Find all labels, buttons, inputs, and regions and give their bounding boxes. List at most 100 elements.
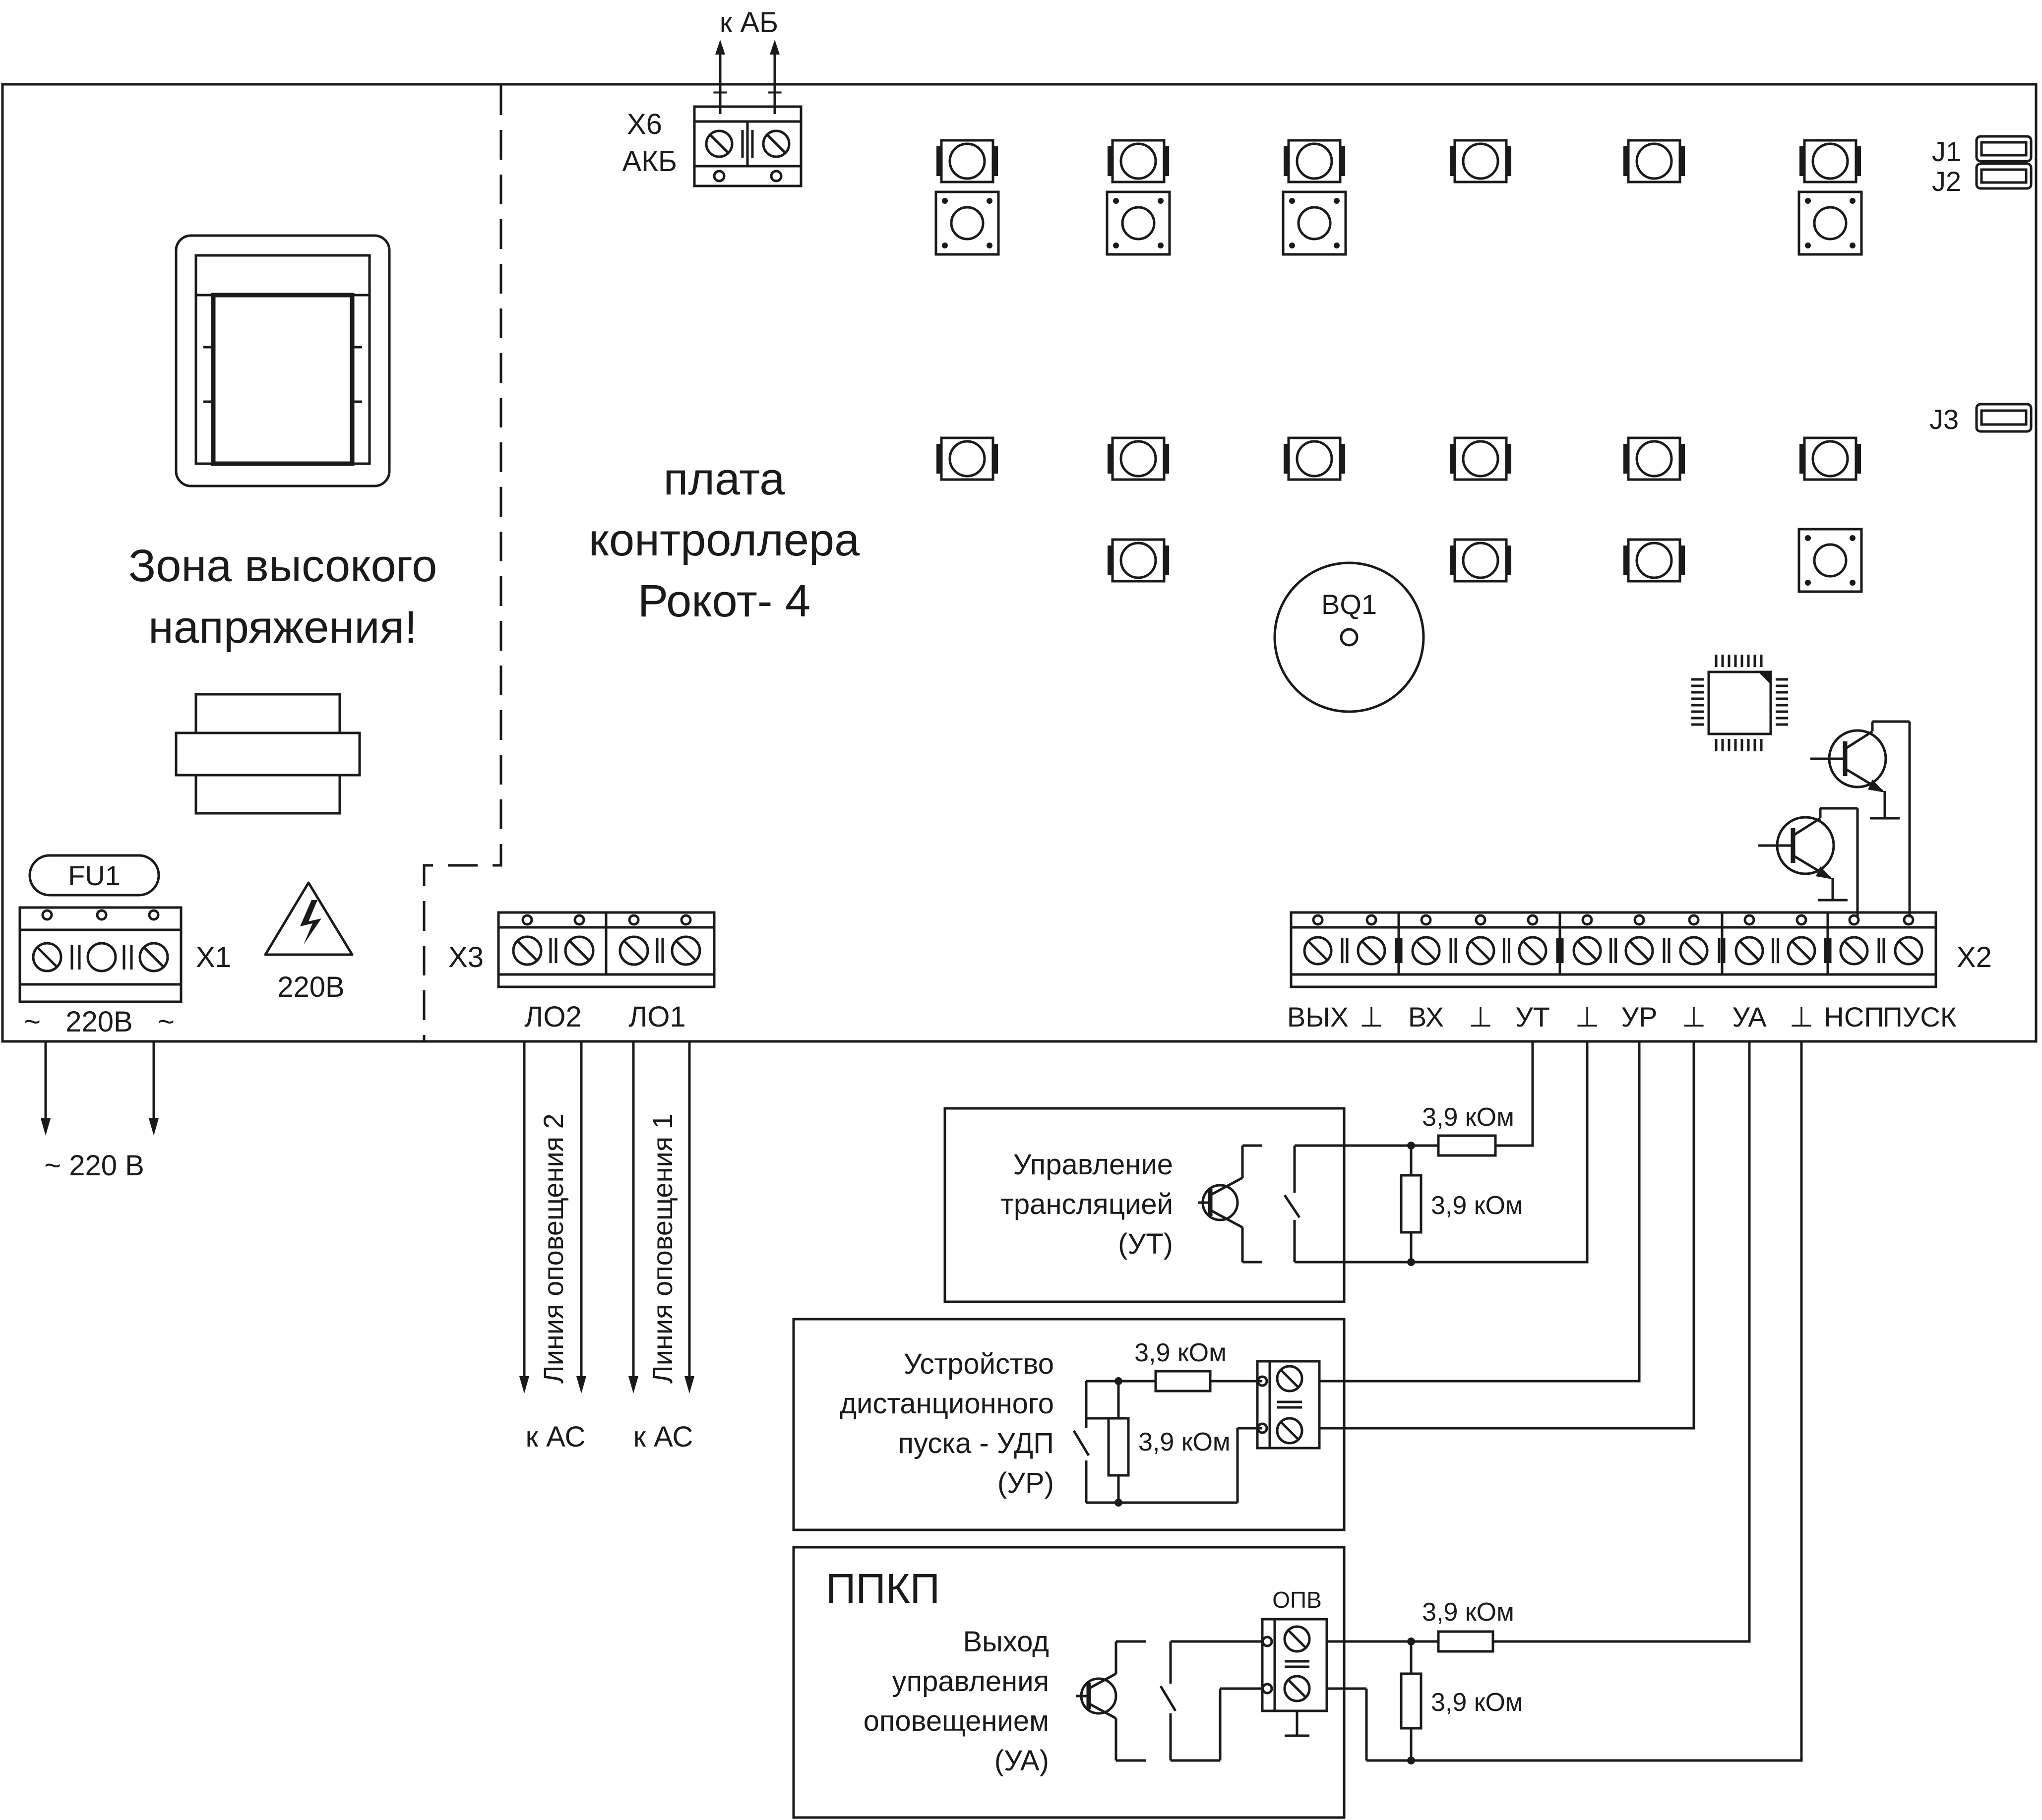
microcontroller-chip bbox=[1691, 655, 1788, 751]
alert-line-1-label: Линия оповещения 1 bbox=[647, 1113, 678, 1384]
ppkp-line1: Выход bbox=[963, 1626, 1049, 1658]
x2-label-gnd5: ⊥ bbox=[1790, 1001, 1814, 1032]
transistor-upper bbox=[1810, 720, 1911, 917]
x1-label: 220В bbox=[65, 1006, 132, 1038]
hv-zone-boundary bbox=[423, 85, 502, 1040]
ut-line3: (УТ) bbox=[1118, 1228, 1173, 1260]
ut-line1: Управление bbox=[1013, 1149, 1173, 1181]
udp-line1: Устройство bbox=[904, 1348, 1054, 1380]
buzzer-label: BQ1 bbox=[1321, 589, 1377, 620]
led-footprint bbox=[936, 139, 998, 183]
led-footprint bbox=[1108, 436, 1169, 481]
buzzer-bq1 bbox=[1273, 561, 1425, 713]
jumper-j1-label: J1 bbox=[1932, 136, 1961, 167]
battery-arrows bbox=[715, 40, 780, 114]
led-footprint bbox=[1623, 436, 1685, 481]
tact-button-array bbox=[934, 190, 1863, 593]
x6-label: АКБ bbox=[622, 145, 677, 178]
udp-box bbox=[792, 1318, 1346, 1531]
ppkp-resistor-1: 3,9 кОм bbox=[1422, 1598, 1514, 1627]
led-footprint bbox=[1799, 139, 1861, 183]
jumper-j1-j2 bbox=[1975, 135, 2033, 190]
x3-terminal-block bbox=[497, 911, 716, 988]
x6-terminal-block bbox=[693, 105, 803, 187]
alert-line-2-label: Линия оповещения 2 bbox=[538, 1113, 569, 1384]
led-footprint bbox=[1108, 139, 1169, 183]
ppkp-terminal-label: ОПВ bbox=[1272, 1587, 1322, 1613]
udp-line3: пуска - УДП bbox=[898, 1427, 1054, 1459]
board-line2: контроллера bbox=[589, 515, 860, 565]
alert-line-arrows bbox=[519, 1041, 694, 1394]
x3-name: X3 bbox=[448, 941, 484, 973]
led-footprint bbox=[936, 436, 998, 481]
led-footprint bbox=[1284, 139, 1345, 183]
fuse-fu1 bbox=[28, 854, 160, 897]
fuse-label: FU1 bbox=[68, 860, 121, 891]
x2-label-gnd2: ⊥ bbox=[1469, 1001, 1493, 1032]
led-footprint bbox=[1799, 436, 1861, 481]
minus-sign: − bbox=[767, 76, 783, 108]
x2-label-ur: УР bbox=[1621, 1001, 1658, 1032]
led-footprint bbox=[1623, 538, 1685, 583]
to-speakers-1: к АС bbox=[633, 1421, 693, 1453]
udp-resistor-2: 3,9 кОм bbox=[1138, 1428, 1231, 1456]
hv-zone-line2: напряжения! bbox=[148, 602, 417, 653]
led-footprint bbox=[1450, 139, 1511, 183]
board-line3: Рокот- 4 bbox=[638, 576, 810, 626]
x2-label-pusk: ПУСК bbox=[1883, 1001, 1957, 1032]
led-footprint bbox=[1450, 538, 1511, 583]
ppkp-box bbox=[792, 1546, 1346, 1819]
tact-button bbox=[934, 190, 1000, 256]
x1-tilde-right: ~ bbox=[158, 1006, 175, 1038]
x2-label-vh: ВХ bbox=[1408, 1001, 1444, 1032]
ppkp-line3: оповещением bbox=[864, 1705, 1049, 1737]
ut-circuit bbox=[1198, 1134, 1497, 1266]
x2-label-vyh: ВЫХ bbox=[1287, 1001, 1349, 1032]
ppkp-title: ППКП bbox=[826, 1565, 940, 1612]
mains-label: ~ 220 В bbox=[44, 1150, 144, 1182]
x2-label-gnd3: ⊥ bbox=[1575, 1001, 1600, 1032]
transformer bbox=[175, 234, 391, 487]
x3-lo1: ЛО1 bbox=[628, 1001, 685, 1033]
x3-lo2: ЛО2 bbox=[524, 1001, 581, 1033]
udp-resistor-1: 3,9 кОм bbox=[1134, 1338, 1227, 1367]
x2-label-gnd1: ⊥ bbox=[1360, 1001, 1384, 1032]
x1-name: X1 bbox=[196, 941, 231, 973]
hazard-label: 220В bbox=[277, 971, 344, 1003]
udp-line4: (УР) bbox=[997, 1467, 1054, 1499]
x1-tilde-left: ~ bbox=[24, 1006, 41, 1038]
high-voltage-warning-icon bbox=[264, 881, 354, 956]
ut-box bbox=[943, 1107, 1346, 1303]
ut-line2: трансляцией bbox=[1000, 1188, 1173, 1220]
battery-arrow-label: к АБ bbox=[720, 6, 778, 39]
external-wiring bbox=[1319, 1040, 1803, 1762]
tact-button bbox=[1797, 528, 1863, 593]
x1-terminal-block bbox=[18, 906, 183, 1003]
plus-sign: + bbox=[712, 76, 729, 108]
ppkp-circuit bbox=[1076, 1618, 1494, 1764]
udp-circuit bbox=[1072, 1360, 1321, 1507]
board-line1: плата bbox=[664, 454, 786, 504]
x2-name: X2 bbox=[1957, 941, 1992, 973]
ppkp-line2: управления bbox=[892, 1665, 1049, 1698]
choke-inductor bbox=[175, 693, 361, 815]
tact-button bbox=[1797, 190, 1863, 256]
x2-terminal-block bbox=[1290, 911, 1937, 988]
jumper-j2-label: J2 bbox=[1932, 166, 1961, 197]
controller-enclosure bbox=[1, 83, 2038, 1043]
tact-button bbox=[1282, 190, 1347, 256]
x2-label-nsp: НСП bbox=[1824, 1001, 1884, 1032]
transistor-lower bbox=[1758, 807, 1859, 917]
hv-zone-line1: Зона высокого bbox=[128, 541, 437, 591]
led-footprint bbox=[1284, 436, 1345, 481]
led-footprint bbox=[1450, 436, 1511, 481]
x2-label-ut: УТ bbox=[1515, 1001, 1550, 1032]
udp-line2: дистанционного bbox=[840, 1388, 1054, 1420]
mains-arrows bbox=[41, 1041, 159, 1136]
x6-name: X6 bbox=[627, 108, 662, 140]
tact-button bbox=[1106, 190, 1171, 256]
ut-resistor-1: 3,9 кОм bbox=[1422, 1103, 1514, 1132]
jumper-j3 bbox=[1975, 403, 2033, 433]
led-footprint bbox=[1108, 538, 1169, 583]
